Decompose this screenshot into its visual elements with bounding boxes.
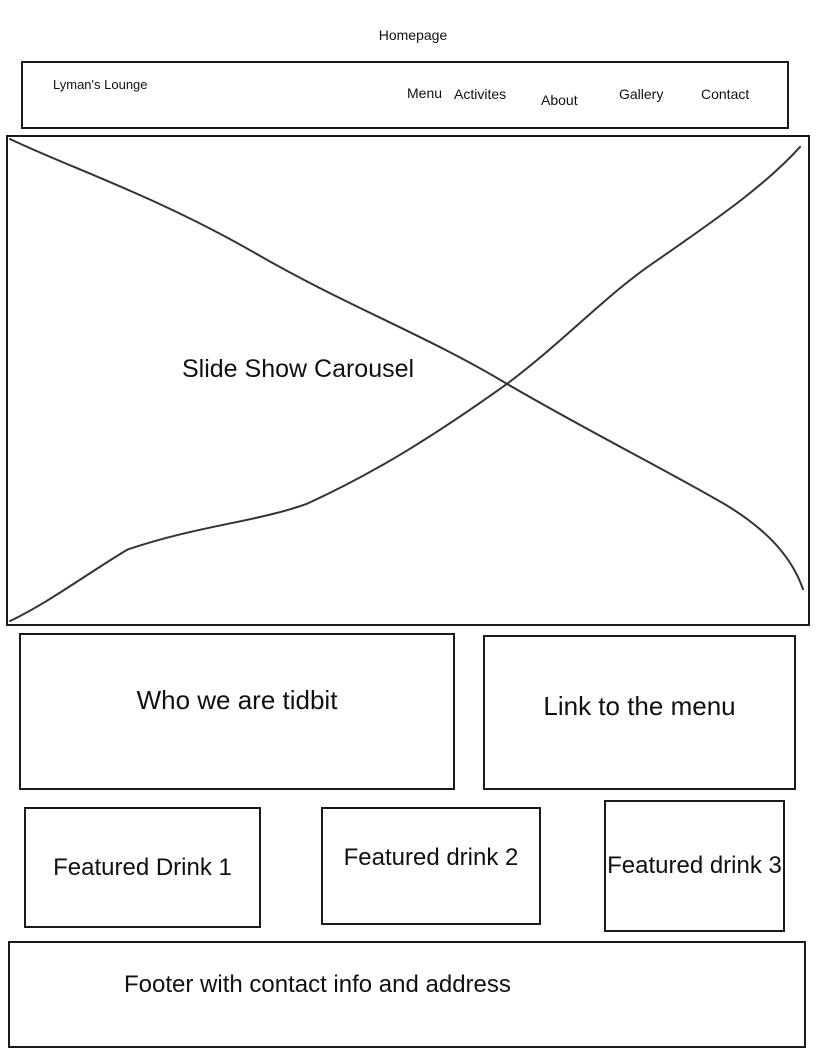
featured-drink-2[interactable]: Featured drink 2	[321, 807, 541, 925]
nav-item-gallery[interactable]: Gallery	[619, 86, 664, 102]
who-we-are-section: Who we are tidbit	[19, 633, 455, 790]
featured-drink-3-label: Featured drink 3	[607, 852, 782, 879]
featured-drink-2-label: Featured drink 2	[343, 844, 519, 871]
nav-bar: Lyman's Lounge Menu Activites About Gall…	[21, 61, 789, 129]
brand-logo[interactable]: Lyman's Lounge	[53, 77, 148, 92]
page-title: Homepage	[378, 27, 448, 43]
footer: Footer with contact info and address	[8, 941, 806, 1048]
featured-drink-1-label: Featured Drink 1	[53, 853, 232, 881]
menu-link-label[interactable]: Link to the menu	[543, 691, 736, 721]
nav-item-menu[interactable]: Menu	[407, 85, 443, 101]
footer-label: Footer with contact info and address	[124, 971, 511, 998]
nav-item-about[interactable]: About	[541, 92, 578, 108]
nav-item-activities[interactable]: Activites	[454, 86, 507, 102]
nav-item-contact[interactable]: Contact	[701, 86, 750, 102]
featured-drink-1[interactable]: Featured Drink 1	[24, 807, 261, 928]
slideshow-carousel[interactable]: Slide Show Carousel	[6, 135, 810, 626]
menu-link-section[interactable]: Link to the menu	[483, 635, 796, 790]
carousel-label: Slide Show Carousel	[182, 355, 415, 383]
placeholder-cross-icon	[8, 137, 805, 623]
featured-drink-3[interactable]: Featured drink 3	[604, 800, 785, 932]
who-we-are-label: Who we are tidbit	[136, 685, 338, 715]
